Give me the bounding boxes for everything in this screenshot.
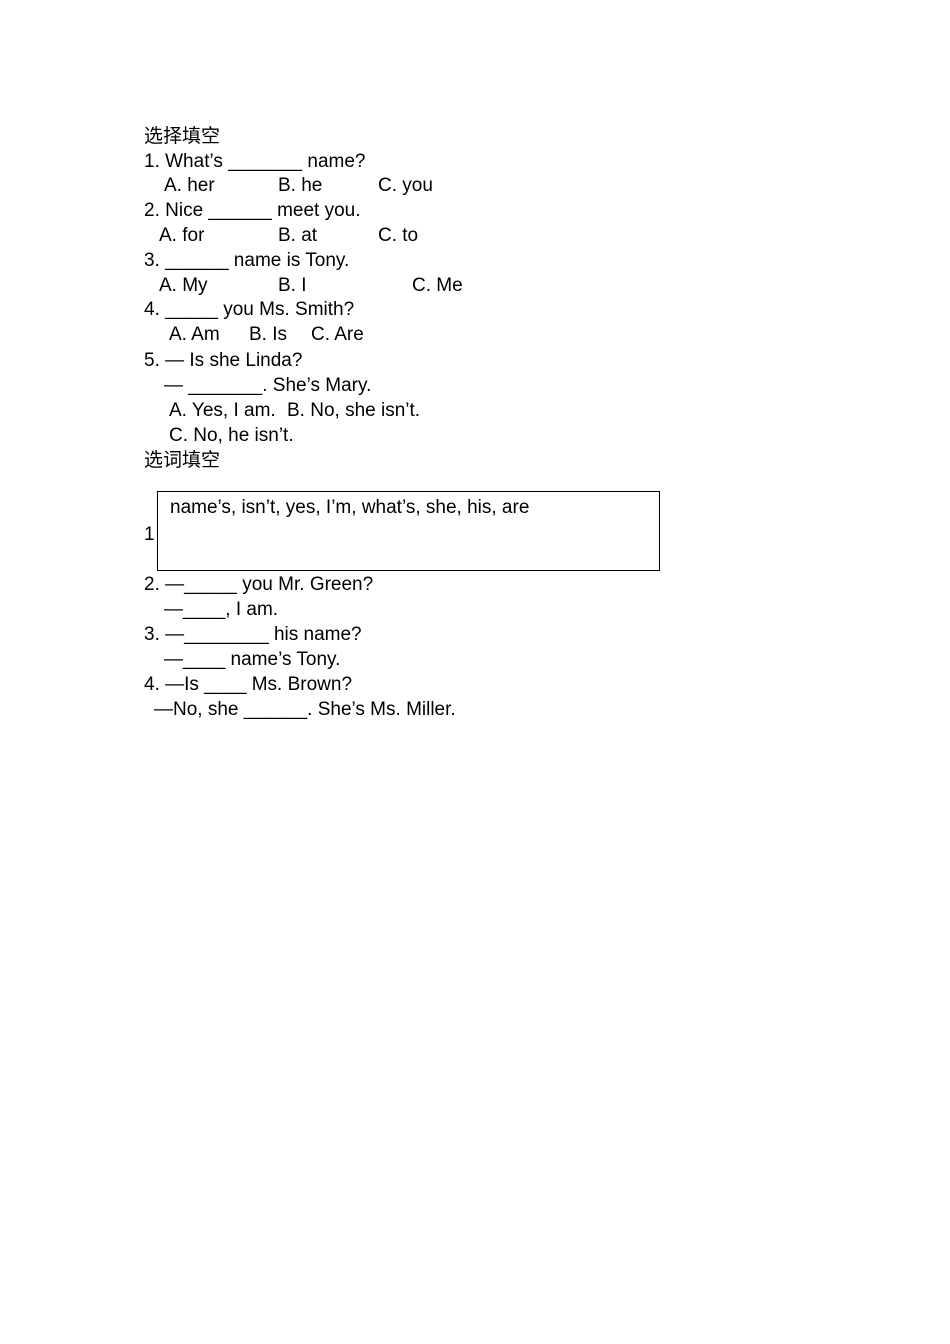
question-3-option-a: A. My [159, 275, 208, 296]
question-2-option-c: C. to [378, 225, 419, 246]
section-title-word-fill: 选词填空 [144, 449, 221, 471]
word-bank-text: name’s, isn’t, yes, I’m, what’s, she, hi… [170, 497, 530, 518]
question-5-option-b: B. No, she isn’t. [287, 400, 421, 421]
fill-question-3-line1: 3. —________ his name? [144, 624, 362, 645]
question-3-option-b: B. I [278, 275, 307, 296]
fill-question-2-line1: 2. —_____ you Mr. Green? [144, 574, 374, 595]
question-2-stem: 2. Nice ______ meet you. [144, 200, 361, 221]
question-1-option-a: A. her [164, 175, 215, 196]
question-5-response: — _______. She’s Mary. [164, 375, 372, 396]
question-3-stem: 3. ______ name is Tony. [144, 250, 350, 271]
section-title-multiple-choice: 选择填空 [144, 125, 221, 147]
question-1-option-b: B. he [278, 175, 323, 196]
question-4-stem: 4. _____ you Ms. Smith? [144, 299, 355, 320]
question-5-stem: 5. — Is she Linda? [144, 350, 303, 371]
word-bank-box: name’s, isn’t, yes, I’m, what’s, she, hi… [157, 491, 660, 571]
fill-question-3-line2: —____ name’s Tony. [164, 649, 341, 670]
question-5-option-a: A. Yes, I am. [169, 400, 276, 421]
question-4-option-c: C. Are [311, 324, 364, 345]
question-2-option-a: A. for [159, 225, 205, 246]
question-1-option-c: C. you [378, 175, 433, 196]
question-5-option-c: C. No, he isn’t. [169, 425, 294, 446]
question-1-number-partial: 1 [144, 524, 155, 545]
question-4-option-b: B. Is [249, 324, 288, 345]
question-4-option-a: A. Am [169, 324, 220, 345]
fill-question-4-line1: 4. —Is ____ Ms. Brown? [144, 674, 353, 695]
fill-question-2-line2: —____, I am. [164, 599, 279, 620]
fill-question-4-line2: —No, she ______. She’s Ms. Miller. [154, 699, 456, 720]
question-3-option-c: C. Me [412, 275, 463, 296]
question-1-stem: 1. What’s _______ name? [144, 151, 366, 172]
question-2-option-b: B. at [278, 225, 318, 246]
